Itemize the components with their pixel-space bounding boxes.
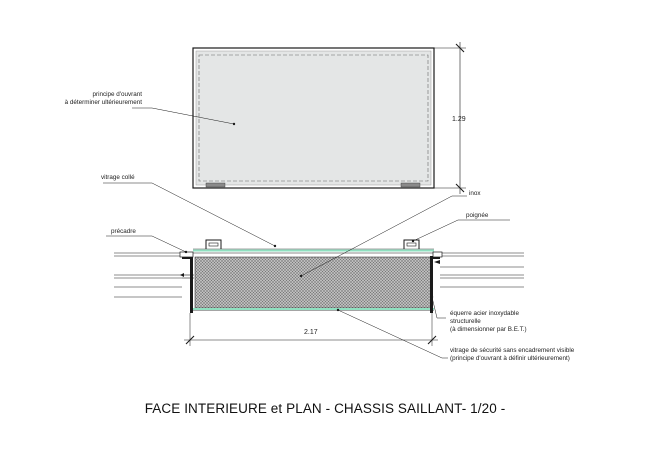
wall-right	[434, 252, 524, 288]
label-precadre: précadre	[111, 228, 136, 235]
handle-left	[205, 239, 222, 249]
height-dimension: 1.29	[434, 42, 466, 194]
plan-view	[114, 239, 524, 313]
sash-dashed-outline	[198, 54, 429, 182]
angle-left	[190, 256, 193, 313]
label-equerre-1: équerre acier inoxydable	[450, 310, 519, 317]
sash-section-hatch	[194, 256, 433, 309]
label-vitrage-colle: vitrage collé	[101, 174, 135, 181]
elevation-view	[192, 47, 435, 189]
handle-right	[403, 239, 420, 249]
angle-right	[430, 256, 433, 313]
label-inox: inox	[469, 190, 481, 197]
precadre-right	[432, 251, 443, 258]
leader-lines	[103, 107, 510, 359]
label-poignee: poignée	[466, 212, 489, 219]
hinge-right	[400, 182, 421, 188]
drawing-title: FACE INTERIEURE et PLAN - CHASSIS SAILLA…	[144, 401, 506, 416]
label-equerre-2: structurelle	[450, 318, 481, 325]
leader-dots	[184, 122, 434, 312]
height-dimension-value: 1.29	[452, 116, 466, 123]
label-vitrage-securite-2: (principe d'ouvrant à définir ultérieure…	[450, 355, 570, 362]
label-equerre-3: (à dimensionner par B.E.T.)	[450, 326, 527, 333]
label-principe-ouvrant-2: à déterminer ultérieurement	[65, 99, 143, 106]
width-dimension-value: 2.17	[304, 329, 318, 336]
label-vitrage-securite-1: vitrage de sécurité sans encadrement vis…	[450, 347, 575, 354]
width-dimension: 2.17	[184, 313, 438, 346]
elevation-glass	[195, 50, 432, 186]
hinge-left	[205, 182, 226, 188]
label-principe-ouvrant-1: principe d'ouvrant	[92, 91, 142, 98]
